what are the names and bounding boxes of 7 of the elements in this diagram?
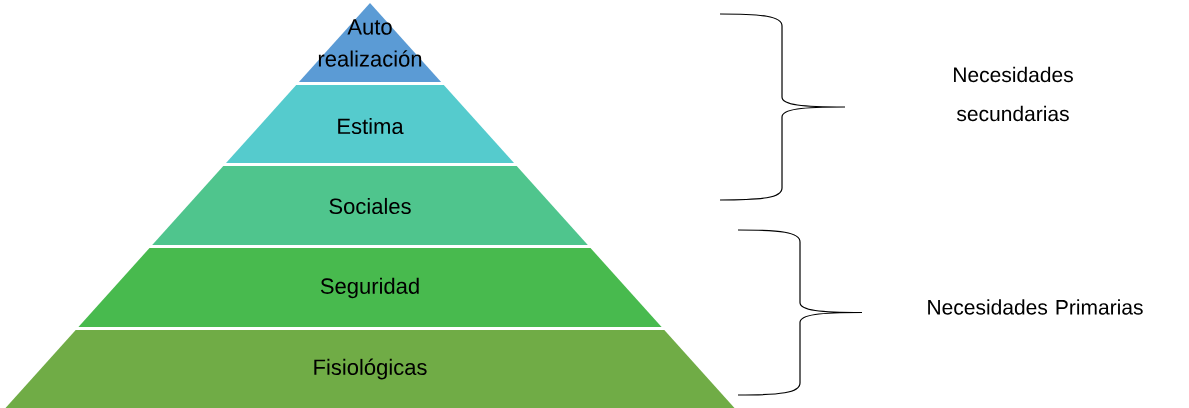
pyramid-level: Estima <box>226 85 514 163</box>
pyramid-top: Auto realización <box>298 3 442 82</box>
pyramid-level: Fisiológicas <box>3 330 737 408</box>
pyramid-level: Sociales <box>152 166 588 245</box>
group-label: Necesidades secundarias <box>954 66 1073 122</box>
group-label: Necesidades Primarias <box>928 299 1143 315</box>
pyramid-level: Seguridad <box>78 248 662 327</box>
